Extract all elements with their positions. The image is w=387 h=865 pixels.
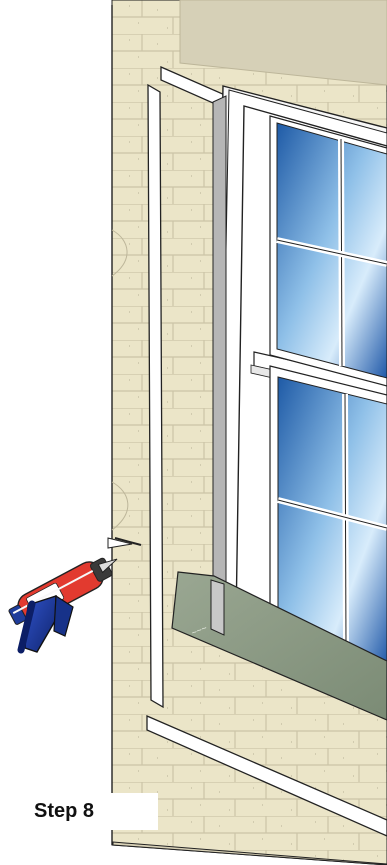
left-jamb-trim [148, 85, 163, 707]
upper-sash [270, 116, 387, 386]
step-label: Step 8 [18, 793, 158, 830]
